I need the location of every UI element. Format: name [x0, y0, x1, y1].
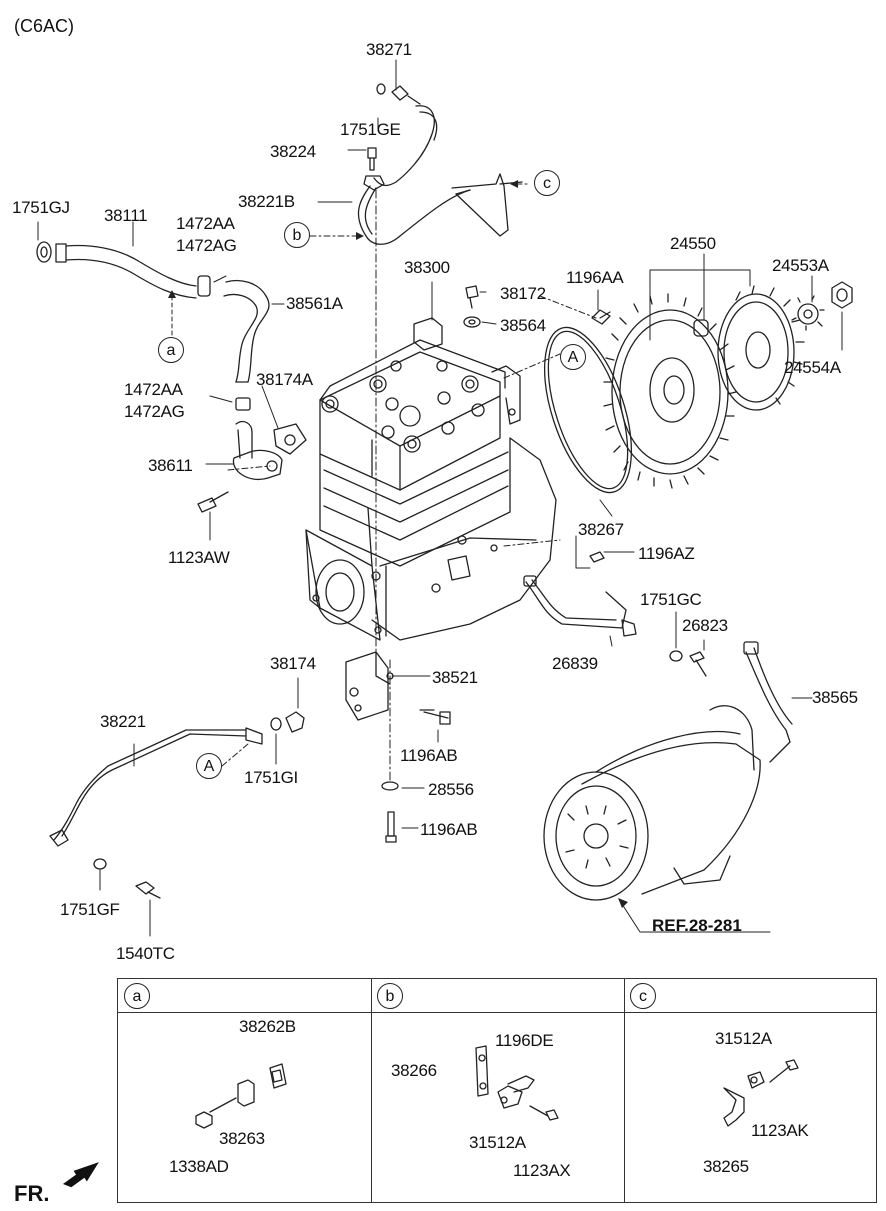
part-label-1196AZ[interactable]: 1196AZ	[638, 544, 695, 563]
legend-table: a b c 38262B 38263 1338AD 38266 1196DE 3…	[117, 978, 877, 1203]
part-label-1751GJ[interactable]: 1751GJ	[12, 198, 70, 217]
reference-label[interactable]: REF.28-281	[652, 916, 742, 935]
part-label-38174A[interactable]: 38174A	[256, 370, 313, 389]
front-label: FR.	[14, 1181, 50, 1206]
callout-a[interactable]: a	[158, 337, 184, 363]
part-label-28556[interactable]: 28556	[428, 780, 474, 799]
legend-b-1123AX[interactable]: 1123AX	[513, 1161, 571, 1180]
part-label-38267[interactable]: 38267	[578, 520, 624, 539]
callout-b[interactable]: b	[284, 222, 310, 248]
part-label-1472AG-lower[interactable]: 1472AG	[124, 402, 185, 421]
legend-a-38263[interactable]: 38263	[219, 1129, 265, 1148]
model-code: (C6AC)	[14, 16, 75, 36]
callout-A-upper[interactable]: A	[560, 344, 586, 370]
part-label-38565[interactable]: 38565	[812, 688, 858, 707]
part-label-1540TC[interactable]: 1540TC	[116, 944, 175, 963]
legend-header-b: b	[377, 983, 403, 1009]
gear-plate-24553A	[717, 281, 853, 411]
part-label-38111[interactable]: 38111	[104, 206, 148, 225]
part-label-1751GF[interactable]: 1751GF	[60, 900, 120, 919]
arrowheads	[168, 180, 628, 908]
part-label-38564[interactable]: 38564	[500, 316, 546, 335]
legend-header-a: a	[124, 983, 150, 1009]
part-label-38521[interactable]: 38521	[432, 668, 478, 687]
legend-header-row	[118, 979, 876, 1013]
part-label-38172[interactable]: 38172	[500, 284, 546, 303]
legend-part-drawings	[195, 1045, 799, 1129]
housing-ref-28-281	[543, 705, 761, 901]
part-label-1472AG-upper[interactable]: 1472AG	[176, 236, 237, 255]
legend-a-38262B[interactable]: 38262B	[239, 1017, 296, 1036]
leader-lines	[37, 59, 843, 937]
callout-A-lower[interactable]: A	[196, 753, 222, 779]
part-label-38221[interactable]: 38221	[100, 712, 146, 731]
legend-c-1123AK[interactable]: 1123AK	[751, 1121, 809, 1140]
part-label-24550[interactable]: 24550	[670, 234, 716, 253]
legend-a-1338AD[interactable]: 1338AD	[169, 1157, 229, 1176]
part-label-38611[interactable]: 38611	[148, 456, 193, 475]
top-pipe-assembly	[357, 83, 523, 245]
part-label-1472AA-upper[interactable]: 1472AA	[176, 214, 235, 233]
part-label-38221B[interactable]: 38221B	[238, 192, 295, 211]
left-hoses	[36, 241, 270, 383]
legend-b-1196DE[interactable]: 1196DE	[495, 1031, 554, 1050]
legend-c-38265[interactable]: 38265	[703, 1157, 749, 1176]
hose-38565	[743, 641, 793, 763]
part-label-38271[interactable]: 38271	[366, 40, 412, 59]
legend-b-31512A[interactable]: 31512A	[469, 1133, 526, 1152]
part-label-38561A[interactable]: 38561A	[286, 294, 343, 313]
part-label-1751GC[interactable]: 1751GC	[640, 590, 702, 609]
gear-24550	[603, 293, 737, 489]
pipe-38221	[49, 711, 305, 899]
bolts-top-right	[463, 285, 611, 328]
air-compressor-body	[305, 317, 557, 641]
part-label-1196AB-upper[interactable]: 1196AB	[400, 746, 458, 765]
part-label-24554A[interactable]: 24554A	[784, 358, 841, 377]
part-label-1196AB-lower[interactable]: 1196AB	[420, 820, 478, 839]
front-arrow-icon	[62, 1162, 99, 1188]
part-label-38224[interactable]: 38224	[270, 142, 316, 161]
pipe-26839	[523, 551, 707, 677]
part-label-1123AW[interactable]: 1123AW	[168, 548, 230, 567]
part-label-26823[interactable]: 26823	[682, 616, 728, 635]
legend-c-31512A[interactable]: 31512A	[715, 1029, 772, 1048]
legend-divider	[624, 979, 625, 1202]
part-label-1751GE[interactable]: 1751GE	[340, 120, 401, 139]
part-label-1196AA[interactable]: 1196AA	[566, 268, 624, 287]
o-ring-38267	[544, 326, 632, 494]
part-label-26839[interactable]: 26839	[552, 654, 598, 673]
fitting-38611	[197, 397, 307, 513]
part-label-1472AA-lower[interactable]: 1472AA	[124, 380, 183, 399]
part-label-38300[interactable]: 38300	[404, 258, 450, 277]
legend-b-38266[interactable]: 38266	[391, 1061, 437, 1080]
bracket-38521	[345, 651, 451, 843]
part-label-1751GI[interactable]: 1751GI	[244, 768, 298, 787]
part-label-24553A[interactable]: 24553A	[772, 256, 829, 275]
part-label-38174[interactable]: 38174	[270, 654, 316, 673]
legend-header-c: c	[630, 983, 656, 1009]
legend-divider	[371, 979, 372, 1202]
callout-c[interactable]: c	[534, 170, 560, 196]
